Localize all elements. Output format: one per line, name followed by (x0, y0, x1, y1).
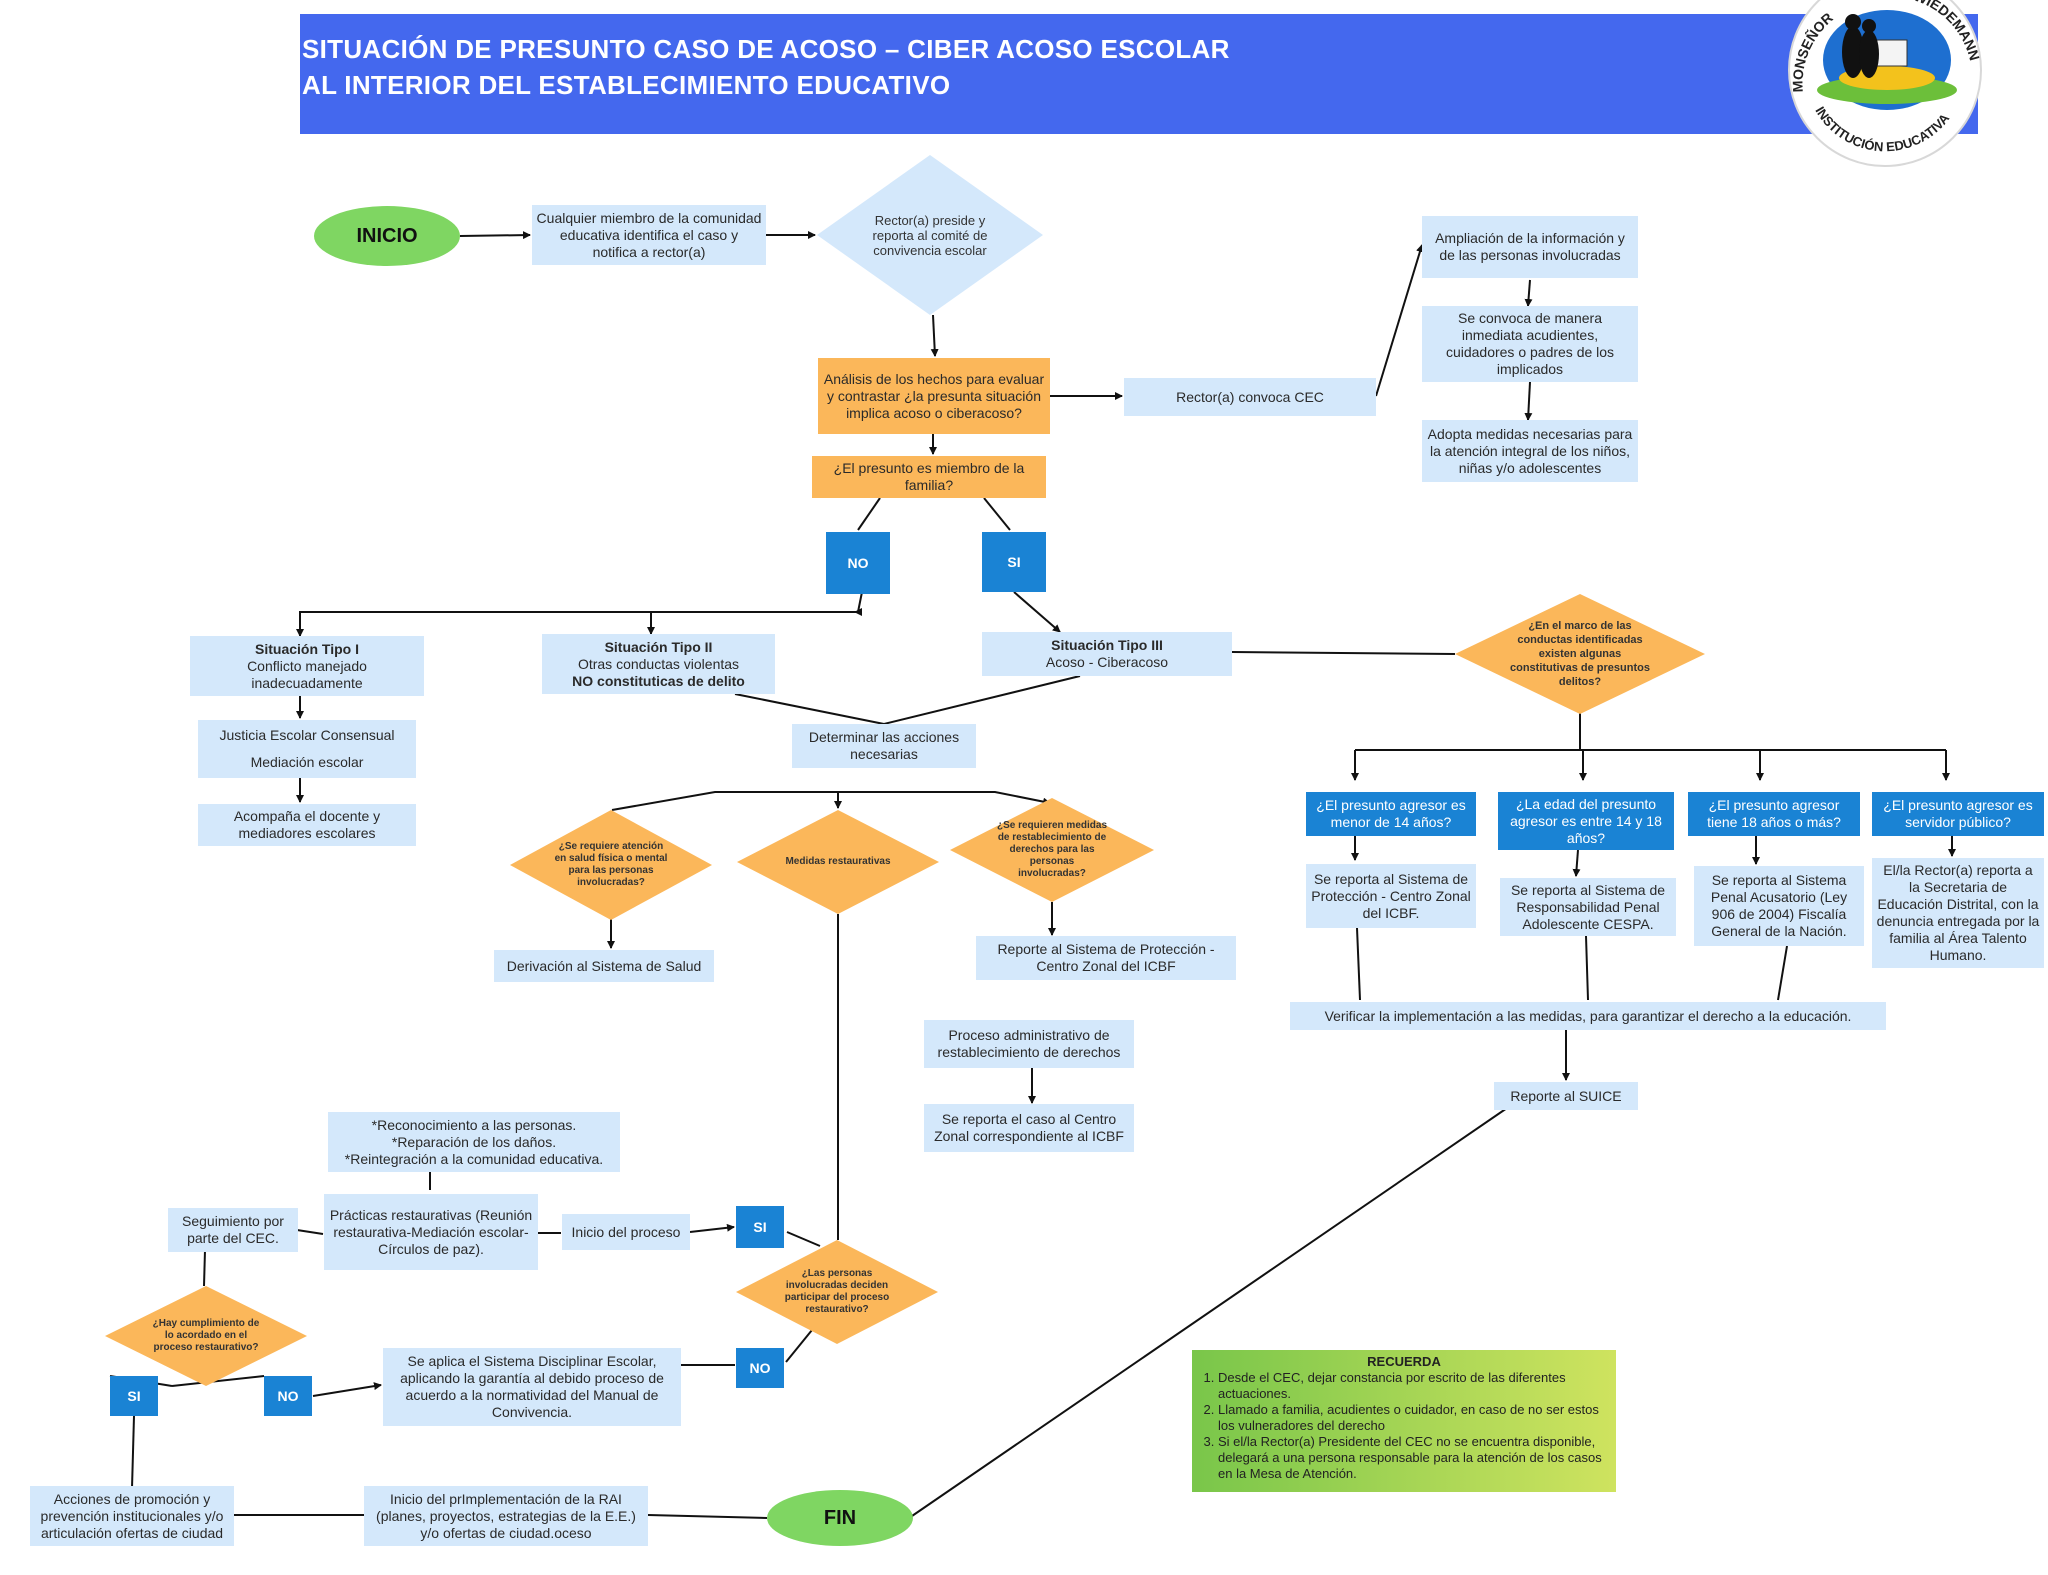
analysis-box: Análisis de los hechos para evaluar y co… (818, 358, 1050, 434)
tipo2-text: Otras conductas violentas (577, 655, 740, 672)
adopta-medidas-box: Adopta medidas necesarias para la atenci… (1422, 420, 1638, 482)
start-node: INICIO (314, 206, 460, 266)
rector-presides-diamond: Rector(a) preside y reporta al comité de… (817, 155, 1043, 315)
restorative-measures-text: Medidas restaurativas (785, 856, 891, 867)
acompana-box: Acompaña el docente y mediadores escolar… (198, 804, 416, 846)
situacion-tipo-3: Situación Tipo III Acoso - Ciberacoso (982, 632, 1232, 676)
convoca-acudientes-box: Se convoca de manera inmediata acudiente… (1422, 306, 1638, 382)
end-node: FIN (767, 1490, 913, 1546)
justicia-text: Justicia Escolar Consensual (219, 727, 395, 743)
reporte-servidor-box: El/la Rector(a) reporta a la Secretaria … (1872, 858, 2044, 968)
recuerda-title: RECUERDA (1367, 1354, 1441, 1369)
acciones-promocion-box: Acciones de promoción y prevención insti… (30, 1486, 234, 1546)
sistema-disciplinar-box: Se aplica el Sistema Disciplinar Escolar… (383, 1348, 681, 1426)
servidor-publico-question: ¿El presunto agresor es servidor público… (1872, 792, 2044, 836)
recuerda-note: RECUERDA Desde el CEC, dejar constancia … (1192, 1350, 1616, 1492)
notify-rector-box: Cualquier miembro de la comunidad educat… (532, 205, 766, 265)
tipo2-bold: NO constituticas de delito (572, 672, 745, 689)
reporte-penal-box: Se reporta al Sistema Penal Acusatorio (… (1694, 866, 1864, 946)
tipo1-text: Conflicto manejado inadecuadamente (247, 657, 367, 691)
si-participar: SI (736, 1206, 784, 1248)
reporte-icbf-box: Se reporta al Sistema de Protección - Ce… (1306, 864, 1476, 928)
proceso-administrativo-box: Proceso administrativo de restablecimien… (924, 1020, 1134, 1068)
situacion-tipo-2: Situación Tipo II Otras conductas violen… (542, 634, 775, 694)
si-cumplimiento: SI (110, 1376, 158, 1416)
rector-presides-text: Rector(a) preside y reporta al comité de… (872, 212, 988, 258)
page-title-line1: SITUACIÓN DE PRESUNTO CASO DE ACOSO – CI… (302, 34, 1230, 64)
rector-convoca-box: Rector(a) convoca CEC (1124, 378, 1376, 416)
reporte-suice-box: Reporte al SUICE (1494, 1082, 1638, 1110)
practicas-restaurativas-box: Prácticas restaurativas (Reunión restaur… (324, 1194, 538, 1270)
recuerda-list: Desde el CEC, dejar constancia por escri… (1204, 1370, 1604, 1482)
inicio-proceso-box: Inicio del proceso (562, 1214, 690, 1250)
seguimiento-cec-box: Seguimiento por parte del CEC. (168, 1208, 298, 1252)
verificar-implementacion-box: Verificar la implementación a las medida… (1290, 1002, 1886, 1030)
reconocimiento-box: *Reconocimiento a las personas. *Reparac… (328, 1112, 620, 1172)
mediacion-text: Mediación escolar (250, 754, 364, 770)
menor-14-question: ¿El presunto agresor es menor de 14 años… (1306, 792, 1476, 836)
no-cumplimiento: NO (264, 1376, 312, 1416)
school-logo: MONSEÑOR WIEDEMANN INSTITUCIÓN EDUCATIVA (1788, 0, 1983, 167)
situacion-tipo-1: Situación Tipo I Conflicto manejado inad… (190, 636, 424, 696)
restorative-measures-diamond: Medidas restaurativas (737, 810, 939, 914)
reporte-proteccion-box: Reporte al Sistema de Protección - Centr… (976, 936, 1236, 980)
family-member-question: ¿El presunto es miembro de la familia? (812, 456, 1046, 498)
si-branch-family: SI (982, 532, 1046, 592)
justicia-escolar-box: Justicia Escolar Consensual Mediación es… (198, 720, 416, 778)
determinar-acciones-box: Determinar las acciones necesarias (792, 724, 976, 768)
participate-question-diamond: ¿Las personas involucradas deciden parti… (736, 1240, 938, 1344)
inicio-rai-box: Inicio del prImplementación de la RAI (p… (364, 1486, 648, 1546)
participate-question-text: ¿Las personas involucradas deciden parti… (784, 1268, 890, 1315)
rights-restoration-text: ¿Se requieren medidas de restablecimient… (996, 820, 1108, 879)
compliance-question-diamond: ¿Hay cumplimiento de lo acordado en el p… (105, 1286, 307, 1386)
tipo2-title: Situación Tipo II (604, 638, 713, 655)
header-banner: SITUACIÓN DE PRESUNTO CASO DE ACOSO – CI… (300, 14, 1978, 134)
no-participar: NO (736, 1348, 784, 1388)
derivacion-salud-box: Derivación al Sistema de Salud (494, 950, 714, 982)
page-title-line2: AL INTERIOR DEL ESTABLECIMIENTO EDUCATIV… (302, 70, 951, 100)
ampliacion-box: Ampliación de la información y de las pe… (1422, 216, 1638, 278)
reporta-centro-zonal-box: Se reporta el caso al Centro Zonal corre… (924, 1104, 1134, 1152)
reporte-cespa-box: Se reporta al Sistema de Responsabilidad… (1500, 878, 1676, 936)
recuerda-item: Desde el CEC, dejar constancia por escri… (1218, 1370, 1604, 1402)
health-question-text: ¿Se requiere atención en salud física o … (554, 841, 668, 888)
tipo3-title: Situación Tipo III (1051, 637, 1163, 653)
health-question-diamond: ¿Se requiere atención en salud física o … (510, 810, 712, 920)
rights-restoration-diamond: ¿Se requieren medidas de restablecimient… (950, 798, 1154, 902)
recuerda-item: Si el/la Rector(a) Presidente del CEC no… (1218, 1434, 1604, 1482)
edad-14-18-question: ¿La edad del presunto agresor es entre 1… (1498, 792, 1674, 850)
compliance-question-text: ¿Hay cumplimiento de lo acordado en el p… (152, 1318, 260, 1353)
recuerda-item: Llamado a familia, acudientes o cuidador… (1218, 1402, 1604, 1434)
crimes-question-diamond: ¿En el marco de las conductas identifica… (1455, 594, 1705, 714)
tipo3-text: Acoso - Ciberacoso (1045, 654, 1169, 670)
crimes-question-text: ¿En el marco de las conductas identifica… (1510, 620, 1650, 688)
tipo1-title: Situación Tipo I (255, 640, 359, 657)
mayor-18-question: ¿El presunto agresor tiene 18 años o más… (1688, 792, 1860, 836)
no-branch-family: NO (826, 532, 890, 594)
